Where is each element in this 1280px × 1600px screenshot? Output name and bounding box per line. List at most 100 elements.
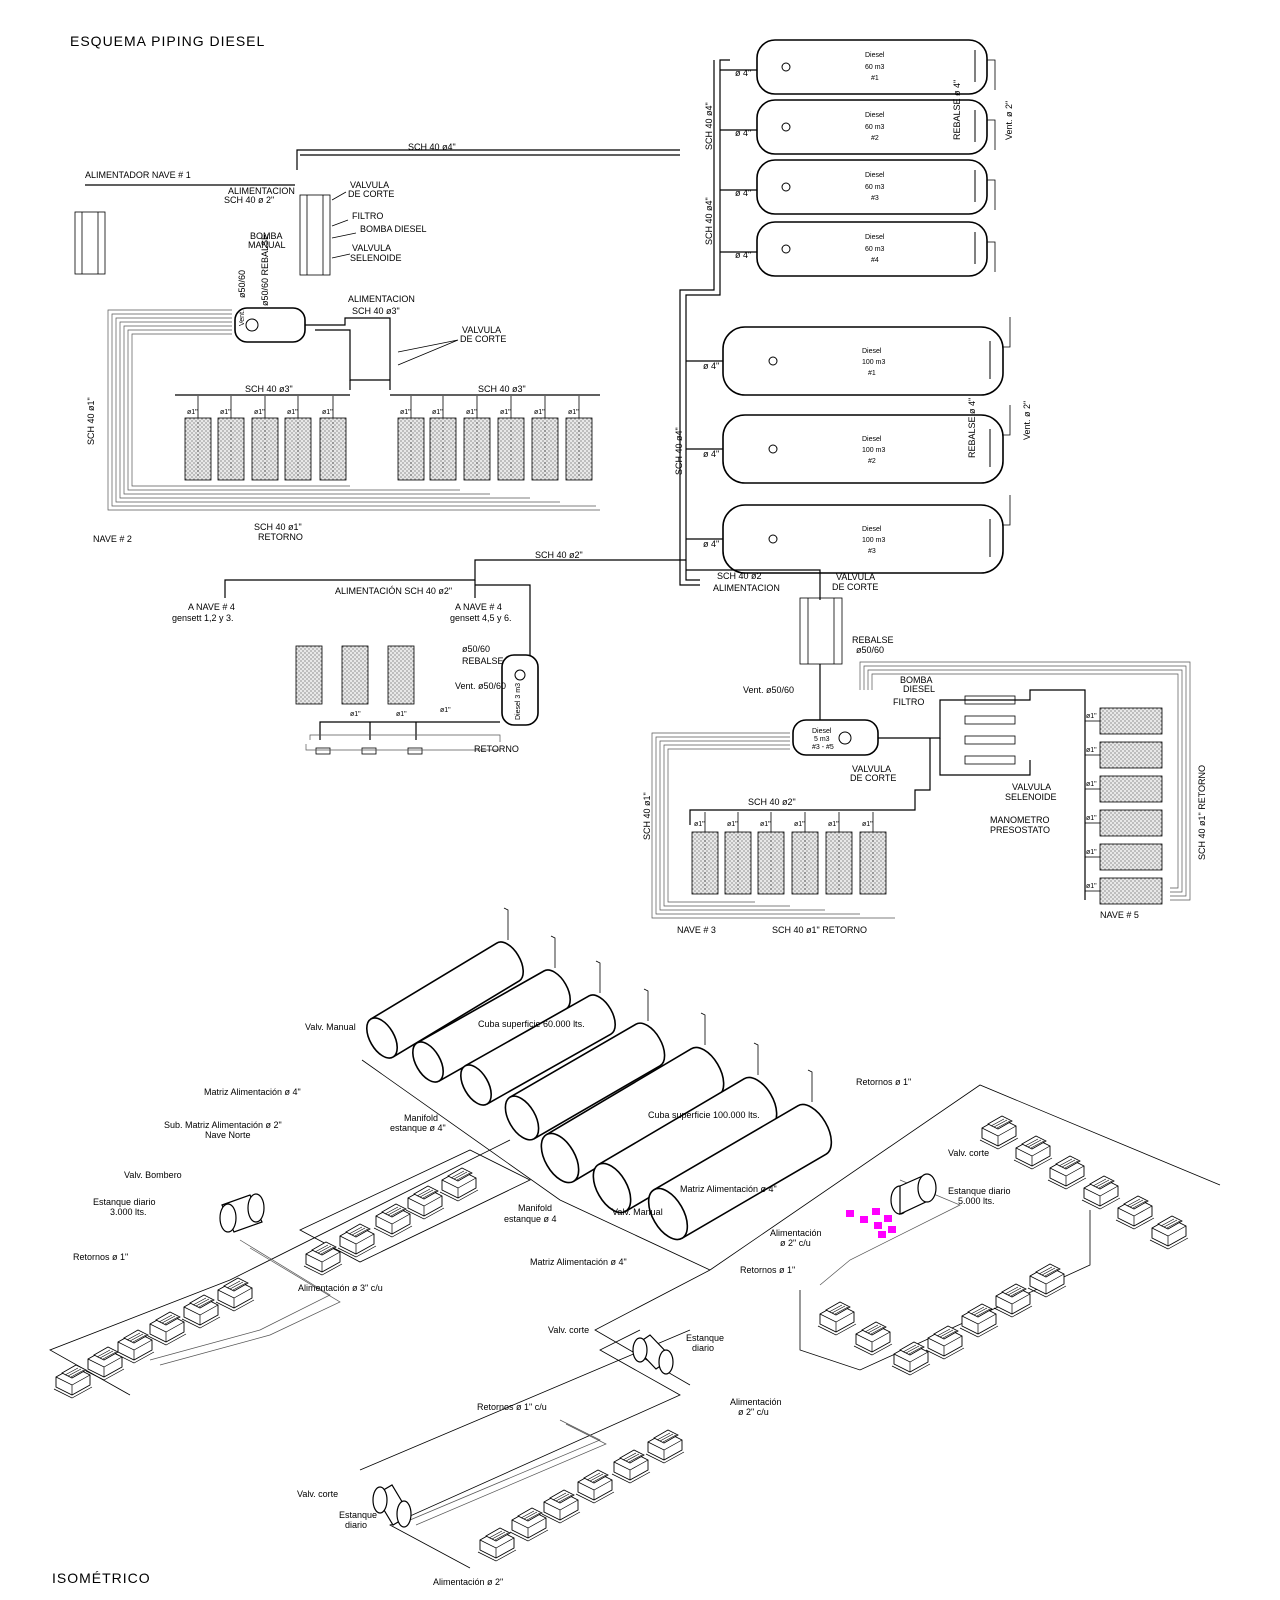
tank-name: Diesel (865, 234, 885, 241)
genset-nave2-3: ø1" (251, 396, 279, 481)
iso-cuba-3 (460, 960, 616, 1106)
diesel-3m3-label: Diesel 3 m3 (515, 683, 522, 720)
iso-daily-tank-bottom (372, 1484, 412, 1528)
iso-genset-4 (147, 1311, 187, 1346)
bomba-nave35: BOMBA (900, 675, 933, 685)
iso-retornos-1cu: Retornos ø 1" c/u (477, 1402, 547, 1412)
sch40-d1-retorno-vert-nave5: SCH 40 ø1" RETORNO (1197, 765, 1207, 860)
iso-matriz-4-center: Matriz Alimentación ø 4" (530, 1257, 627, 1267)
tank-number: #1 (871, 75, 879, 82)
rebalse-nave4: REBALSE (462, 656, 504, 666)
iso-sub-matriz-b: Nave Norte (205, 1130, 251, 1140)
return-lines-nave3 (651, 732, 895, 919)
filtro-nave35: FILTRO (893, 697, 924, 707)
iso-retornos-right-top: Retornos ø 1" (856, 1077, 911, 1087)
iso-manifold-b: estanque ø 4" (390, 1123, 446, 1133)
bomba-diesel-nave35: DIESEL (903, 684, 935, 694)
genset-nave3-3: ø1" (757, 812, 785, 895)
tank-name: Diesel (865, 52, 885, 59)
alim-sch40-d2-label: ALIMENTACION (228, 186, 295, 196)
tank-number: #2 (868, 458, 876, 465)
tank-number: #3 (871, 195, 879, 202)
iso-genset-14 (1047, 1155, 1087, 1190)
pipe-size-label: ø1" (322, 409, 333, 416)
pipe-size-label: ø1" (534, 409, 545, 416)
pipe-size-label: ø1" (1086, 883, 1097, 890)
genset-nave2-5: ø1" (319, 396, 347, 481)
tank-capacity: 100 m3 (862, 447, 885, 454)
d1-nave4-c: ø1" (440, 707, 451, 714)
iso-valv-corte-bottom: Valv. corte (297, 1489, 338, 1499)
pipe-size-label: ø1" (1086, 781, 1097, 788)
return-lines-nave2 (107, 309, 600, 511)
rebalse-nave35: REBALSE (852, 635, 894, 645)
pipe-size-label: ø 4" (735, 188, 751, 198)
genset-nave3-1: ø1" (691, 812, 719, 895)
iso-cuba-5 (540, 1012, 725, 1184)
iso-retornos-left: Retornos ø 1" (73, 1252, 128, 1262)
genset-nave2-7: ø1" (429, 396, 457, 481)
valvula-selenoide-nave35: VALVULA (1012, 782, 1051, 792)
iso-genset-22 (959, 1303, 999, 1338)
pipe-size-label: ø1" (220, 409, 231, 416)
pipe-size-label: ø1" (500, 409, 511, 416)
iso-genset-17 (1149, 1215, 1189, 1250)
d50-60-rebalse-label: ø50/60 REBALSE (260, 234, 270, 306)
iso-cuba-100-label: Cuba superficie 100.000 lts. (648, 1110, 760, 1120)
iso-cuba-1 (366, 907, 524, 1059)
tank-name: Diesel (862, 526, 882, 533)
d50-60-nave35: ø50/60 (856, 645, 884, 655)
sch40-d2-nave35: SCH 40 ø2 (717, 571, 762, 581)
valvula-corte-label-b: DE CORTE (348, 189, 394, 199)
sch40-d3-left: SCH 40 ø3" (245, 384, 293, 394)
d50-60-label: ø50/60 (237, 270, 247, 298)
rebalse-label-upper: REBALSE ø 4" (952, 80, 962, 140)
iso-cuba-2 (412, 935, 571, 1083)
valvula-selenoide-label: VALVULA (352, 243, 391, 253)
iso-valv-manual-bottom: Valv. Manual (612, 1207, 663, 1217)
iso-estanque-center-b: diario (692, 1343, 714, 1353)
genset-nave5-1: ø1" (1085, 707, 1163, 735)
bomba-manual-label: BOMBA (250, 231, 283, 241)
genset-nave5-5: ø1" (1085, 843, 1163, 871)
tank-capacity: 100 m3 (862, 537, 885, 544)
tank-name: Diesel (862, 436, 882, 443)
iso-genset-8 (337, 1223, 377, 1258)
iso-cuba-60-label: Cuba superficie 60.000 lts. (478, 1019, 585, 1029)
tank-capacity: 60 m3 (865, 64, 885, 71)
filtro-label: FILTRO (352, 211, 383, 221)
iso-genset-5 (181, 1294, 221, 1329)
pipe-size-label: ø1" (187, 409, 198, 416)
valvula-corte-nave35-b: DE CORTE (832, 582, 878, 592)
a-nave4-left: A NAVE # 4 (188, 602, 235, 612)
valvula-corte-nave2-label: VALVULA (462, 325, 501, 335)
d1-nave4-a: ø1" (350, 711, 361, 718)
pipe-size-label: ø1" (432, 409, 443, 416)
iso-genset-21 (925, 1325, 965, 1360)
genset-nave3-6: ø1" (859, 812, 887, 895)
rebalse-label-lower: REBALSE ø 4" (967, 398, 977, 458)
sch40-d3-right: SCH 40 ø3" (478, 384, 526, 394)
iso-genset-16 (1115, 1195, 1155, 1230)
iso-alimentacion-2: Alimentación ø 2" (433, 1577, 503, 1587)
iso-cuba-group (366, 907, 833, 1241)
iso-daily-tank-3000 (219, 1193, 265, 1233)
iso-estanque-center-a: Estanque (686, 1333, 724, 1343)
tank-capacity: 100 m3 (862, 359, 885, 366)
pipe-size-label: ø1" (760, 821, 771, 828)
iso-alim-2cu-c: Alimentación (730, 1397, 782, 1407)
iso-genset-7 (303, 1241, 343, 1276)
genset-nave2-4: ø1" (284, 396, 312, 481)
d1-nave4-b: ø1" (396, 711, 407, 718)
daily-tank-nave35 (792, 719, 879, 756)
pipe-size-label: ø1" (568, 409, 579, 416)
iso-genset-23 (993, 1283, 1033, 1318)
iso-daily-tank-5000 (890, 1173, 937, 1215)
iso-valv-corte-center: Valv. corte (548, 1325, 589, 1335)
genset-nave2-1: ø1" (184, 396, 212, 481)
iso-genset-25 (477, 1527, 517, 1562)
tank-name: Diesel (865, 172, 885, 179)
diagram-title: ESQUEMA PIPING DIESEL (70, 33, 265, 49)
